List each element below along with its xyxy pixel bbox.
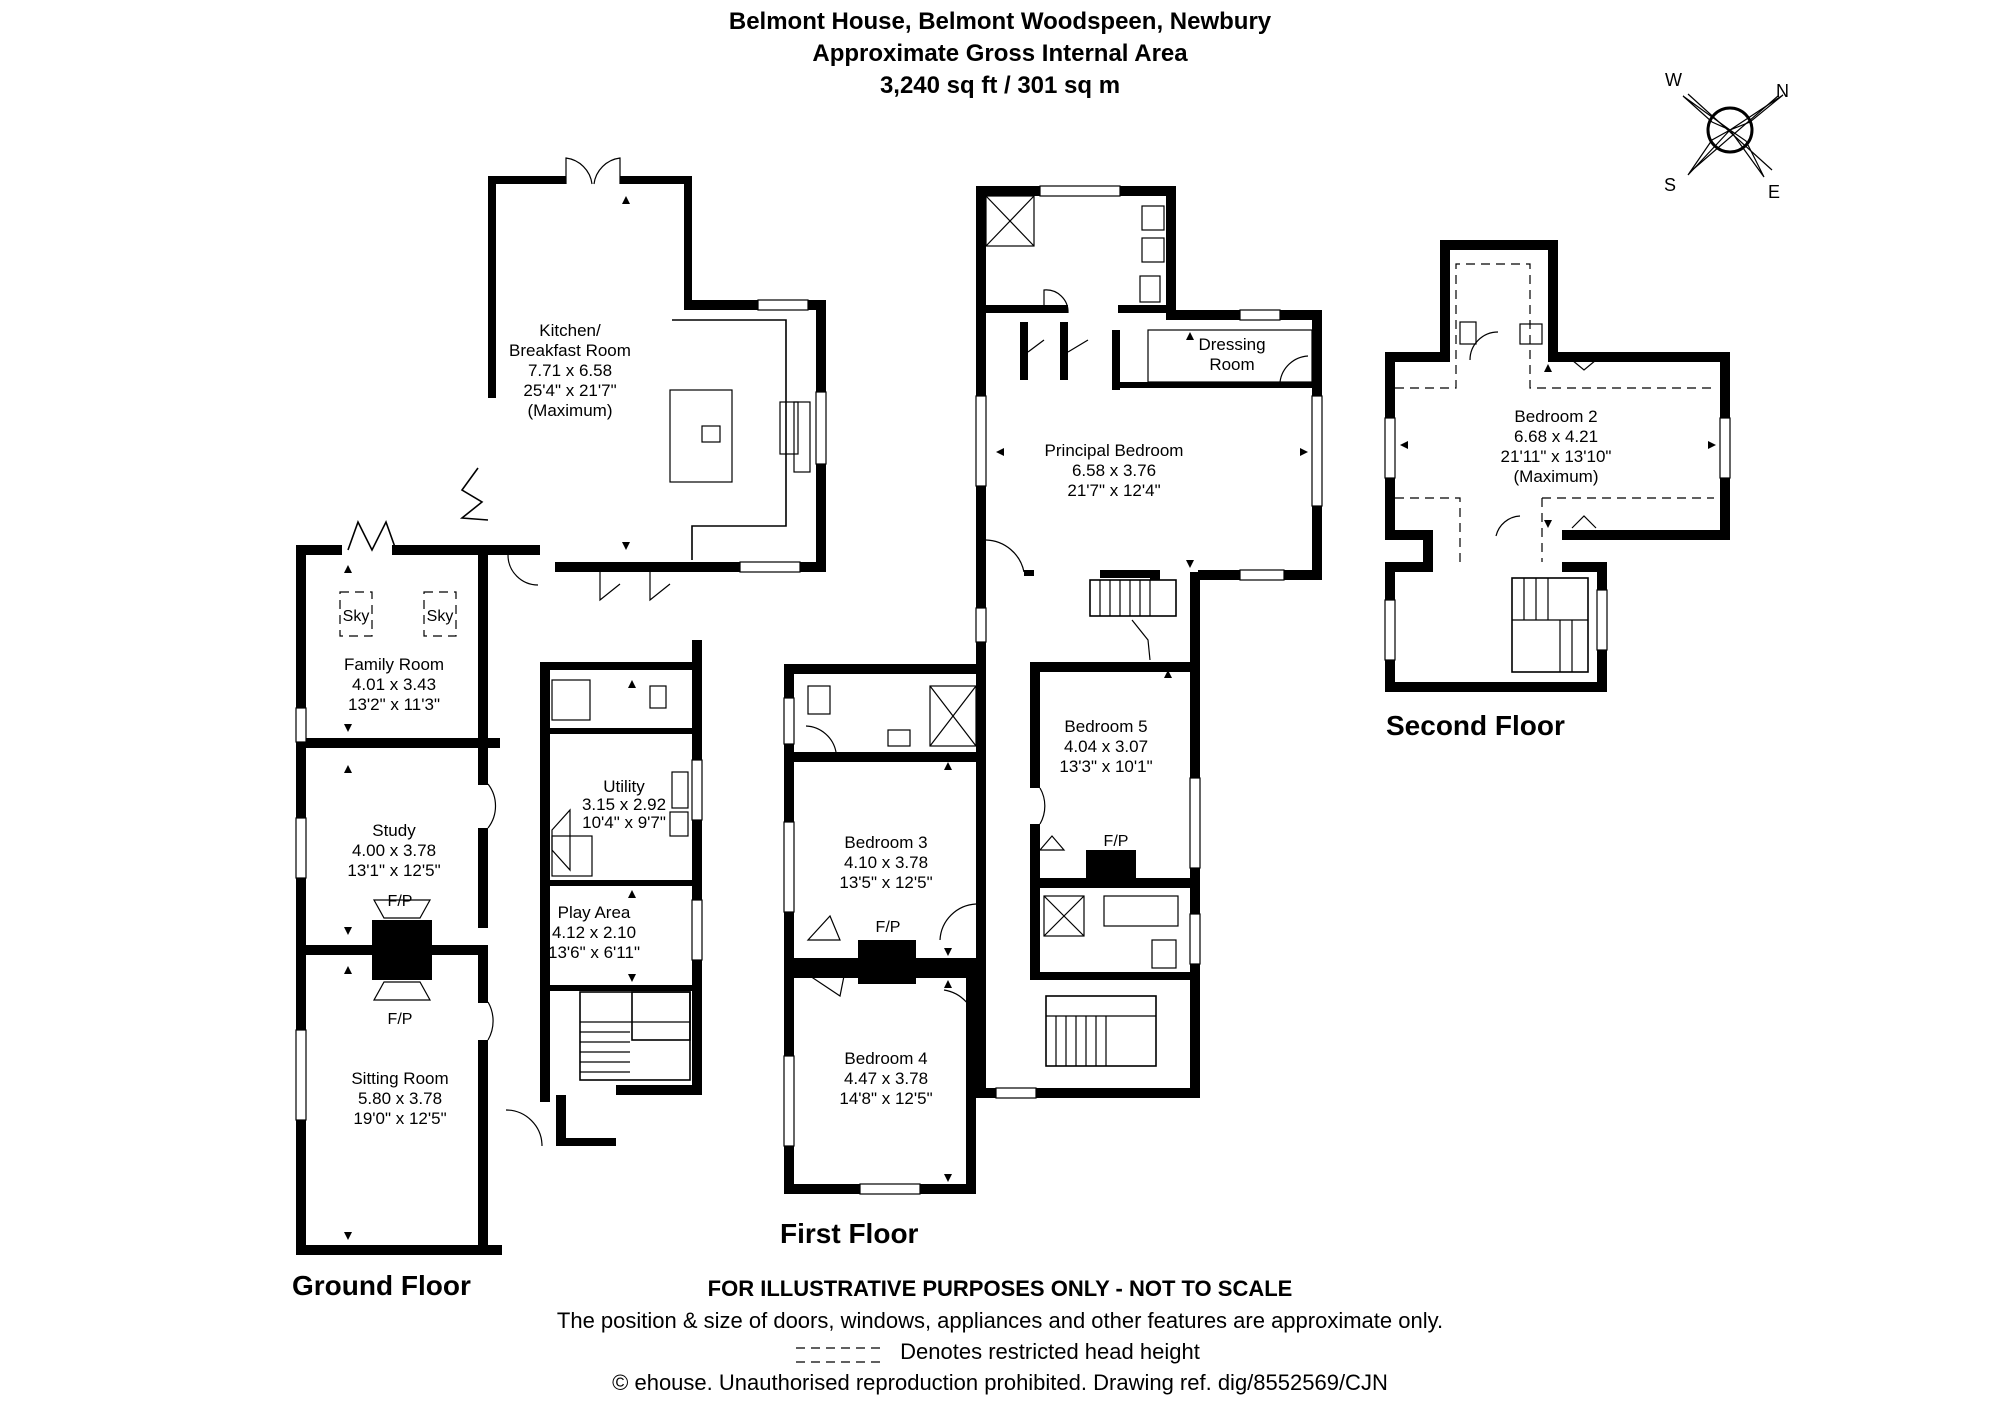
first-floor-label: First Floor	[780, 1218, 919, 1249]
compass-east-label: E	[1768, 182, 1780, 202]
ground-floor-plan	[295, 157, 827, 1255]
compass-south-label: S	[1664, 175, 1676, 195]
skylight-label-2: Sky	[427, 608, 454, 625]
bedroom2-imperial: 21'11" x 13'10"	[1501, 447, 1612, 466]
fireplace-label-sitting: F/P	[388, 1011, 413, 1028]
compass-west-label: W	[1665, 70, 1682, 90]
principal-bedroom-imperial: 21'7" x 12'4"	[1067, 481, 1160, 500]
bedroom2-metric: 6.68 x 4.21	[1514, 427, 1598, 446]
principal-bedroom-name: Principal Bedroom	[1045, 441, 1184, 460]
room-labels: Kitchen/ Breakfast Room 7.71 x 6.58 25'4…	[343, 321, 1612, 1128]
bedroom5-name: Bedroom 5	[1064, 717, 1147, 736]
utility-metric: 3.15 x 2.92	[582, 795, 666, 814]
fireplace-label-bedroom5: F/P	[1104, 833, 1129, 850]
kitchen-note: (Maximum)	[528, 401, 613, 420]
sitting-room-imperial: 19'0" x 12'5"	[353, 1109, 446, 1128]
utility-name: Utility	[603, 777, 645, 796]
head-height-legend-text: Denotes restricted head height	[900, 1339, 1200, 1364]
second-floor-plan	[1384, 240, 1731, 692]
area-total: 3,240 sq ft / 301 sq m	[879, 72, 1121, 99]
skylight-label-1: Sky	[343, 608, 370, 625]
bedroom4-metric: 4.47 x 3.78	[844, 1069, 928, 1088]
fireplace-label-study: F/P	[388, 893, 413, 910]
study-metric: 4.00 x 3.78	[352, 841, 436, 860]
second-floor-label: Second Floor	[1386, 710, 1565, 741]
sitting-room-name: Sitting Room	[351, 1069, 448, 1088]
play-area-imperial: 13'6" x 6'11"	[548, 943, 640, 962]
compass-icon: W N S E	[1664, 70, 1789, 202]
bedroom3-name: Bedroom 3	[844, 833, 927, 852]
study-imperial: 13'1" x 12'5"	[347, 861, 440, 880]
bedroom3-imperial: 13'5" x 12'5"	[839, 873, 932, 892]
first-floor-plan	[783, 185, 1323, 1195]
bedroom4-imperial: 14'8" x 12'5"	[839, 1089, 932, 1108]
dressing-room-name-line1: Dressing	[1198, 335, 1265, 354]
ground-floor-label: Ground Floor	[292, 1270, 471, 1301]
kitchen-metric: 7.71 x 6.58	[528, 361, 612, 380]
fireplace-label-bedroom3: F/P	[876, 919, 901, 936]
kitchen-imperial: 25'4" x 21'7"	[523, 381, 616, 400]
kitchen-name-line1: Kitchen/	[539, 321, 601, 340]
dimension-arrows	[344, 196, 1716, 1240]
family-room-imperial: 13'2" x 11'3"	[348, 695, 440, 714]
sitting-room-metric: 5.80 x 3.78	[358, 1089, 442, 1108]
family-room-name: Family Room	[344, 655, 444, 674]
compass-north-label: N	[1776, 81, 1789, 101]
study-name: Study	[372, 821, 416, 840]
dressing-room-name-line2: Room	[1209, 355, 1254, 374]
property-address: Belmont House, Belmont Woodspeen, Newbur…	[728, 8, 1272, 35]
disclaimer-text: FOR ILLUSTRATIVE PURPOSES ONLY - NOT TO …	[707, 1276, 1293, 1301]
play-area-name: Play Area	[558, 903, 631, 922]
approximate-note: The position & size of doors, windows, a…	[556, 1308, 1444, 1333]
copyright-text: © ehouse. Unauthorised reproduction proh…	[612, 1370, 1388, 1395]
kitchen-name-line2: Breakfast Room	[509, 341, 631, 360]
bedroom3-metric: 4.10 x 3.78	[844, 853, 928, 872]
play-area-metric: 4.12 x 2.10	[552, 923, 636, 942]
utility-imperial: 10'4" x 9'7"	[582, 813, 666, 832]
area-subtitle: Approximate Gross Internal Area	[812, 40, 1188, 67]
bedroom2-name: Bedroom 2	[1514, 407, 1597, 426]
bedroom2-note: (Maximum)	[1514, 467, 1599, 486]
principal-bedroom-metric: 6.58 x 3.76	[1072, 461, 1156, 480]
bedroom4-name: Bedroom 4	[844, 1049, 927, 1068]
family-room-metric: 4.01 x 3.43	[352, 675, 436, 694]
bedroom5-imperial: 13'3" x 10'1"	[1059, 757, 1152, 776]
bedroom5-metric: 4.04 x 3.07	[1064, 737, 1148, 756]
